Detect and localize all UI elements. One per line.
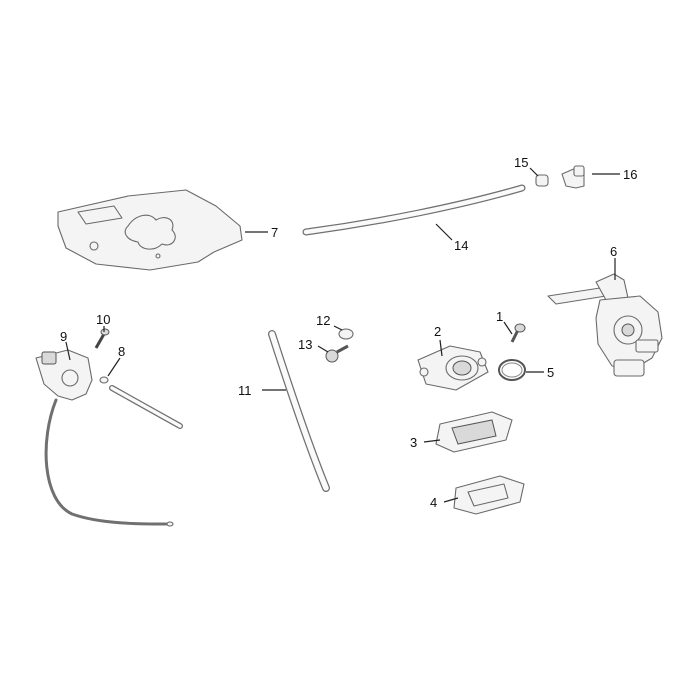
callout-14: 14	[454, 238, 468, 253]
part-2-intake-manifold	[417, 339, 489, 391]
part-10-screw	[94, 326, 110, 349]
callout-4: 4	[430, 495, 437, 510]
part-7-shield-plate	[57, 189, 268, 271]
callout-1: 1	[496, 309, 503, 324]
callout-10: 10	[96, 312, 110, 327]
callout-9: 9	[60, 329, 67, 344]
part-5-hose-clamp	[498, 359, 544, 381]
callout-7: 7	[271, 225, 278, 240]
part-1-screw	[503, 321, 526, 343]
part-11-hose	[262, 330, 330, 492]
part-16-elbow-fitting	[561, 165, 620, 189]
callout-5: 5	[547, 365, 554, 380]
part-4-gasket	[443, 475, 525, 515]
part-14-fuel-hose	[302, 184, 526, 241]
part-8-clip	[99, 357, 121, 384]
part-12-washer	[333, 325, 354, 340]
callout-16: 16	[623, 167, 637, 182]
callout-2: 2	[434, 324, 441, 339]
part-6-carburetor	[547, 258, 663, 377]
callout-8: 8	[118, 344, 125, 359]
callout-11: 11	[238, 383, 252, 398]
callout-6: 6	[610, 244, 617, 259]
callout-15: 15	[514, 155, 528, 170]
part-13-bolt	[317, 344, 349, 363]
callout-3: 3	[410, 435, 417, 450]
callout-12: 12	[316, 313, 330, 328]
part-3-reed-gasket	[423, 411, 513, 453]
callout-13: 13	[298, 337, 312, 352]
part-15-clip	[529, 167, 549, 187]
part-9-fuel-valve	[35, 341, 183, 527]
